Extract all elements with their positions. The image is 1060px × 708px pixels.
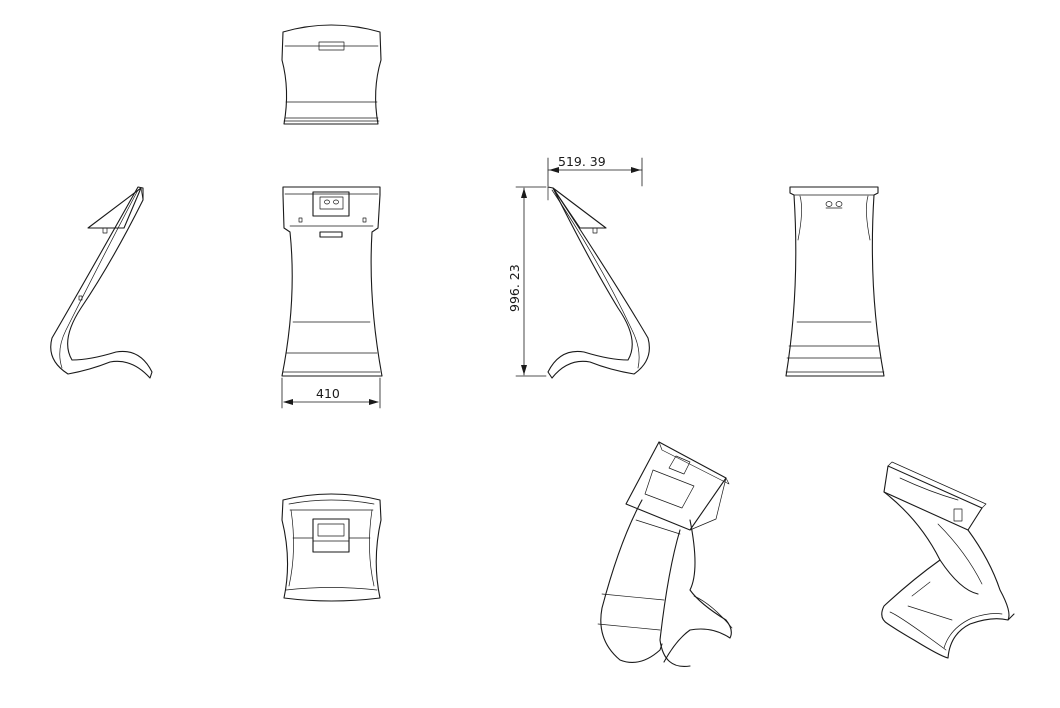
front-view — [281, 186, 383, 377]
rear-view — [785, 186, 885, 377]
width-dimension-label: 410 — [316, 386, 340, 401]
isometric-view-front — [597, 441, 733, 668]
top-view — [281, 24, 382, 125]
width-dimension: 410 — [281, 377, 381, 409]
height-dimension-label: 996. 23 — [507, 264, 522, 312]
height-dimension: 996. 23 — [507, 186, 547, 377]
bottom-view — [281, 493, 382, 602]
depth-dimension: 519. 39 — [547, 154, 643, 187]
depth-dimension-label: 519. 39 — [558, 154, 606, 169]
isometric-view-rear — [881, 461, 1015, 659]
left-side-view — [50, 186, 153, 379]
right-side-view — [547, 186, 650, 379]
